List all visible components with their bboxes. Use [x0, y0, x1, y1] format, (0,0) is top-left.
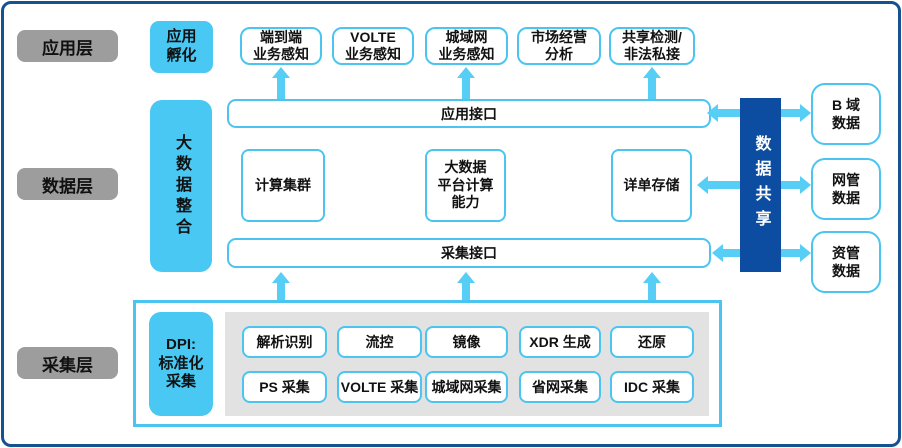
idc-collect-box: IDC 采集	[610, 371, 694, 403]
restore-text: 还原	[638, 334, 666, 350]
nms-data-box: 网管 数据	[811, 158, 881, 220]
volte-collect-box: VOLTE 采集	[337, 371, 422, 403]
layer-label-collection-text: 采集层	[42, 355, 93, 375]
app-box-volte-perception: VOLTE 业务感知	[332, 27, 414, 65]
collect-interface-text: 采集接口	[441, 245, 497, 261]
layer-label-data: 数据层	[17, 168, 118, 200]
big-data-integration-text: 大数据整合	[173, 133, 190, 239]
resource-data-box: 资管 数据	[811, 231, 881, 293]
layer-label-application: 应用层	[17, 30, 118, 62]
flow-control-box: 流控	[337, 326, 422, 358]
man-collect-text: 城域网采集	[431, 379, 502, 395]
parse-identify-box: 解析识别	[242, 326, 327, 358]
arrow-up-icon	[272, 67, 290, 99]
app-box-man-text: 城域网 业务感知	[438, 28, 495, 63]
dpi-text: DPI: 标准化 采集	[158, 335, 204, 391]
man-collect-box: 城域网采集	[425, 371, 508, 403]
volte-collect-text: VOLTE 采集	[340, 379, 419, 395]
layer-label-data-text: 数据层	[42, 176, 93, 196]
app-box-sharing-detection: 共享检测/ 非法私接	[609, 27, 695, 65]
app-incubation-text: 应用 孵化	[166, 28, 197, 64]
nms-data-text: 网管 数据	[832, 171, 860, 206]
app-box-man-perception: 城域网 业务感知	[425, 27, 508, 65]
provincial-collect-text: 省网采集	[532, 379, 588, 395]
arrow-left-icon	[707, 104, 740, 122]
compute-cluster-text: 计算集群	[255, 176, 311, 193]
provincial-collect-box: 省网采集	[519, 371, 601, 403]
data-sharing-text: 数据共享	[752, 135, 770, 235]
arrow-up-icon	[457, 272, 475, 300]
big-data-integration-box: 大数据整合	[150, 100, 212, 272]
arrow-right-icon	[781, 104, 811, 122]
b-domain-data-text: B 域 数据	[832, 96, 860, 131]
arrow-left-icon	[697, 176, 740, 194]
app-box-volte-text: VOLTE 业务感知	[345, 28, 401, 63]
arrow-left-icon	[712, 244, 740, 262]
arrow-up-icon	[272, 272, 290, 300]
parse-identify-text: 解析识别	[256, 334, 313, 350]
arrow-up-icon	[643, 67, 661, 99]
dpi-box: DPI: 标准化 采集	[149, 312, 213, 416]
app-box-e2e-text: 端到端 业务感知	[253, 28, 309, 63]
ps-collect-box: PS 采集	[242, 371, 327, 403]
platform-compute-box: 大数据 平台计算 能力	[425, 149, 506, 222]
xdr-generate-text: XDR 生成	[529, 334, 591, 350]
arrow-up-icon	[643, 272, 661, 300]
app-box-sharing-detection-text: 共享检测/ 非法私接	[622, 28, 682, 63]
ps-collect-text: PS 采集	[259, 379, 310, 395]
app-box-market-analysis: 市场经营 分析	[517, 27, 601, 65]
layer-label-collection: 采集层	[17, 347, 118, 379]
idc-collect-text: IDC 采集	[624, 379, 680, 395]
mirror-text: 镜像	[452, 334, 481, 350]
app-box-e2e-perception: 端到端 业务感知	[240, 27, 322, 65]
collect-interface-bar: 采集接口	[227, 238, 711, 268]
arrow-up-icon	[457, 67, 475, 99]
app-incubation-box: 应用 孵化	[150, 21, 213, 73]
platform-compute-text: 大数据 平台计算 能力	[437, 159, 494, 211]
data-sharing-box: 数据共享	[740, 98, 781, 272]
detail-storage-text: 详单存储	[623, 176, 680, 193]
mirror-box: 镜像	[425, 326, 508, 358]
xdr-generate-box: XDR 生成	[519, 326, 601, 358]
b-domain-data-box: B 域 数据	[811, 83, 881, 145]
compute-cluster-box: 计算集群	[241, 149, 325, 222]
arrow-right-icon	[781, 176, 811, 194]
restore-box: 还原	[610, 326, 694, 358]
app-interface-text: 应用接口	[441, 105, 497, 122]
detail-storage-box: 详单存储	[611, 149, 692, 222]
layer-label-application-text: 应用层	[42, 38, 93, 58]
flow-control-text: 流控	[365, 334, 394, 350]
app-interface-bar: 应用接口	[227, 99, 711, 128]
app-box-market-text: 市场经营 分析	[531, 28, 587, 63]
resource-data-text: 资管 数据	[832, 244, 860, 279]
arrow-right-icon	[781, 244, 811, 262]
